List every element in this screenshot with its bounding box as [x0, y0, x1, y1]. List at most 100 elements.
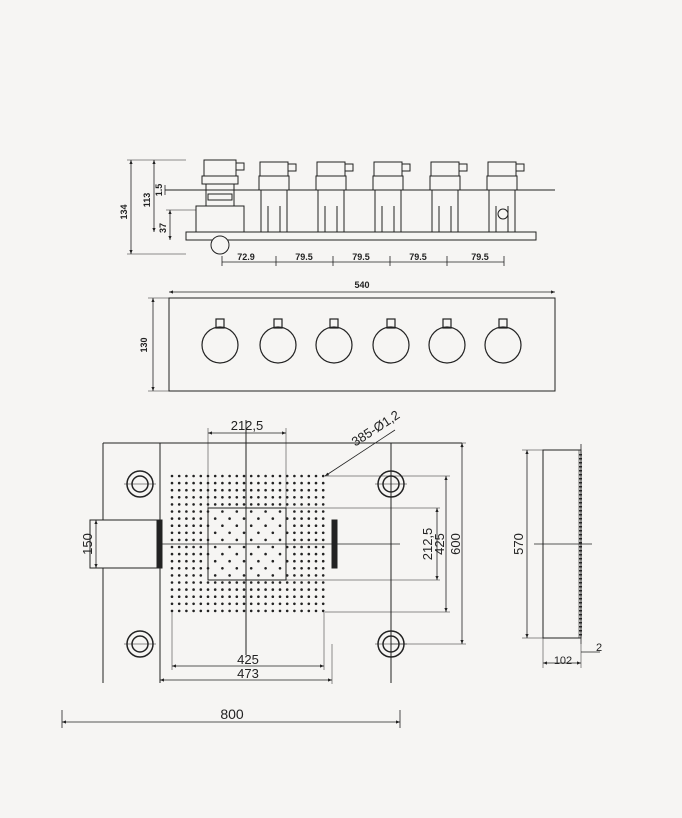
side-nozzle — [579, 506, 582, 508]
dim-right-mid: 425 — [432, 533, 447, 555]
nozzle — [170, 531, 174, 535]
valve-lever — [401, 163, 411, 172]
overall-dim — [61, 710, 401, 728]
nozzle — [271, 517, 275, 520]
nozzle — [170, 517, 174, 520]
nozzle — [307, 524, 311, 527]
nozzle — [177, 510, 181, 513]
valve-stem — [260, 189, 288, 233]
valve-cap — [373, 161, 403, 177]
shower-plan-view — [89, 420, 466, 684]
dim-plate-width: 540 — [354, 280, 369, 290]
nozzle — [321, 545, 325, 549]
nozzle — [177, 481, 181, 485]
nozzle — [300, 545, 303, 549]
side-nozzle — [579, 490, 582, 492]
side-nozzle — [579, 590, 582, 592]
nozzle — [307, 602, 311, 606]
nozzle — [192, 510, 195, 513]
nozzle — [213, 545, 217, 549]
nozzle — [321, 481, 325, 485]
nozzle — [221, 609, 224, 613]
nozzle — [278, 488, 282, 492]
nozzle — [293, 510, 296, 513]
side-nozzle — [579, 526, 582, 528]
nozzle — [249, 503, 253, 506]
nozzle — [199, 574, 203, 577]
nozzle — [321, 531, 325, 535]
nozzle — [249, 602, 253, 606]
nozzle — [235, 581, 239, 584]
nozzle — [257, 496, 260, 499]
nozzle — [285, 602, 289, 606]
nozzle — [300, 510, 303, 513]
nozzle — [321, 524, 325, 527]
nozzle — [199, 595, 203, 598]
dim-right-outer: 600 — [448, 533, 463, 555]
nozzle — [257, 595, 260, 598]
nozzle — [199, 559, 203, 563]
nozzle — [293, 588, 296, 591]
nozzle — [206, 567, 210, 570]
nozzle — [264, 496, 267, 499]
nozzle — [321, 581, 325, 584]
dim-overall: 800 — [220, 706, 244, 722]
nozzle — [192, 531, 195, 535]
nozzle — [213, 481, 217, 485]
nozzle — [249, 481, 253, 485]
nozzle — [307, 481, 311, 485]
side-nozzle — [579, 554, 582, 556]
nozzle — [170, 588, 174, 591]
nozzle — [228, 545, 231, 549]
nozzle — [228, 474, 231, 478]
nozzle — [293, 503, 296, 506]
nozzle — [321, 474, 325, 478]
nozzle — [199, 517, 203, 520]
nozzle — [192, 581, 195, 584]
nozzle — [206, 588, 210, 591]
nozzle — [185, 567, 188, 570]
nozzle — [242, 496, 246, 499]
dim-side-height: 570 — [511, 533, 526, 555]
nozzle — [300, 581, 303, 584]
nozzle — [213, 517, 217, 520]
nozzle — [264, 524, 267, 527]
nozzle — [185, 531, 188, 535]
nozzle — [249, 588, 253, 591]
nozzle — [192, 481, 195, 485]
nozzle — [206, 474, 210, 478]
nozzle — [235, 602, 239, 606]
nozzle — [228, 588, 231, 591]
nozzle — [271, 588, 275, 591]
nozzle — [177, 609, 181, 613]
side-nozzle — [579, 474, 582, 476]
nozzle — [300, 538, 303, 542]
nozzle — [271, 474, 275, 478]
nozzle — [314, 545, 318, 549]
nozzle — [314, 595, 318, 598]
valve-body — [429, 175, 461, 191]
nozzle — [285, 481, 289, 485]
nozzle — [192, 474, 195, 478]
nozzle — [213, 503, 217, 506]
nozzle — [170, 481, 174, 485]
nozzle — [242, 488, 246, 492]
side-nozzle — [579, 514, 582, 516]
nozzle — [278, 602, 282, 606]
nozzle — [199, 488, 203, 492]
nozzle — [206, 552, 210, 556]
nozzle — [307, 531, 311, 535]
nozzle — [307, 609, 311, 613]
nozzle — [249, 538, 253, 542]
nozzle — [170, 510, 174, 513]
nozzle — [264, 481, 267, 485]
nozzle — [293, 517, 296, 520]
nozzle — [235, 567, 239, 570]
nozzle — [177, 602, 181, 606]
valve-lever — [287, 163, 297, 172]
nozzle — [199, 581, 203, 584]
dim-side-lip: 2 — [596, 642, 602, 654]
nozzle — [307, 517, 311, 520]
nozzle — [192, 524, 195, 527]
nozzle — [199, 481, 203, 485]
